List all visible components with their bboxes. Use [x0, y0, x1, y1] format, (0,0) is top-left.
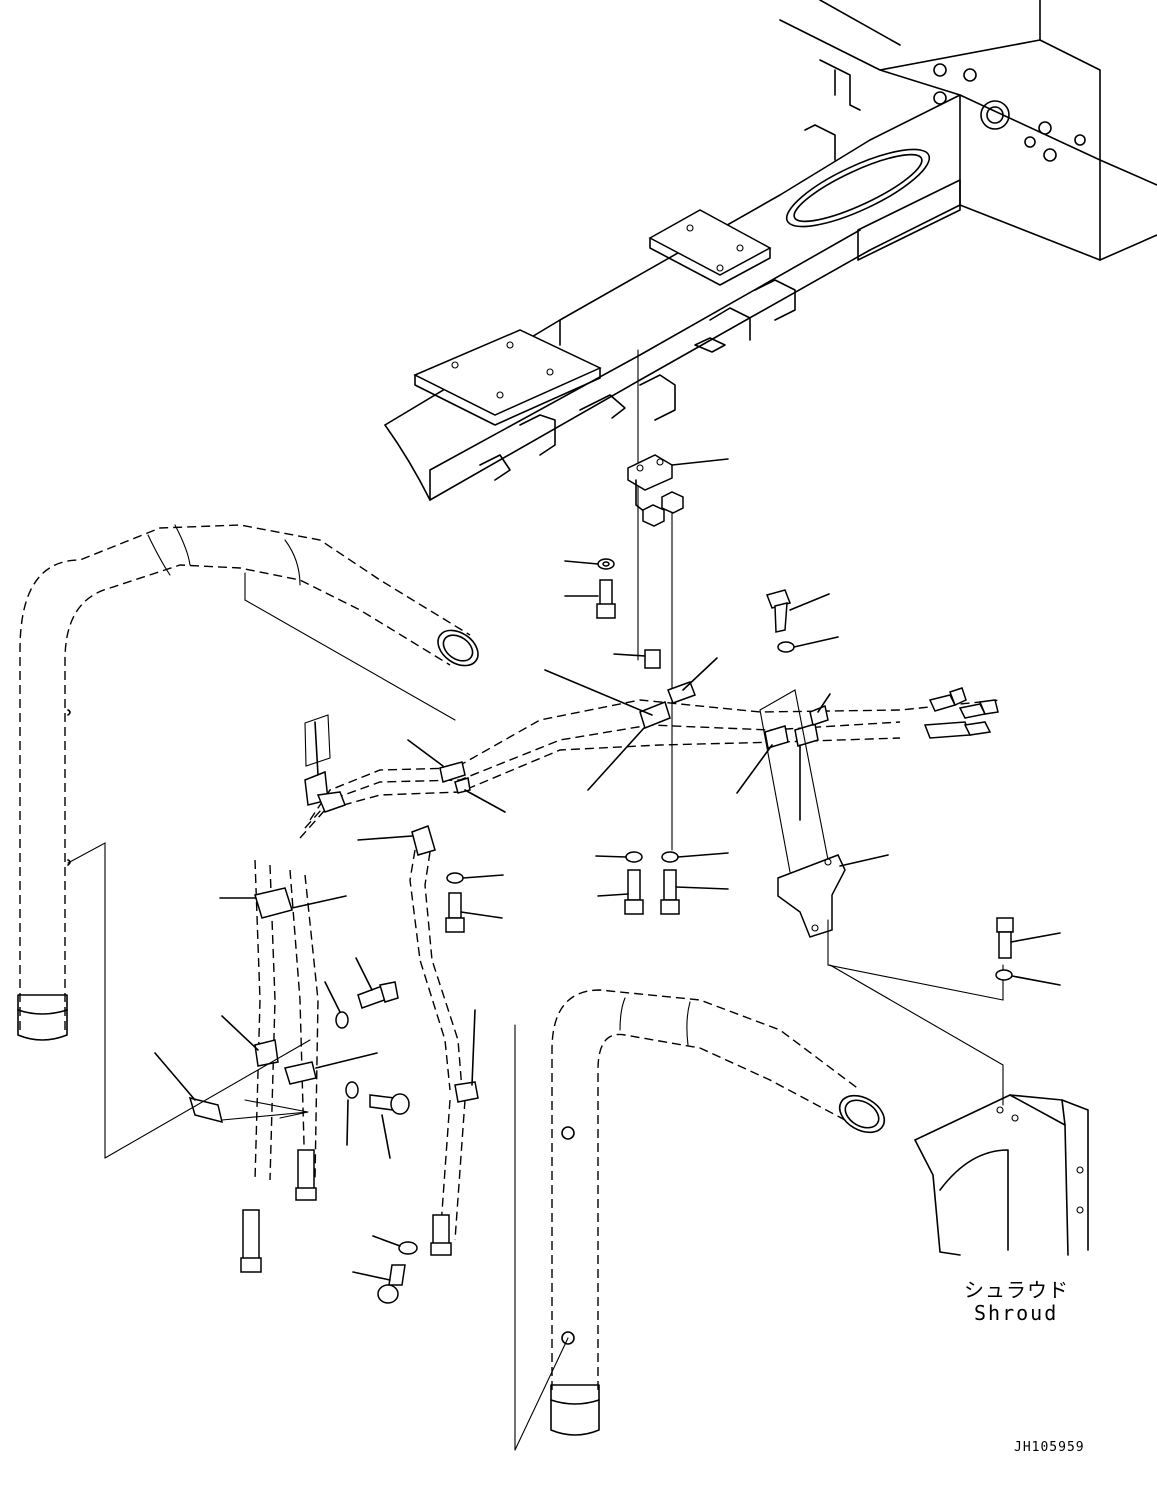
- right-handrail: [514, 989, 886, 1451]
- right-bracket: [759, 689, 1004, 1001]
- center-bracket: [627, 349, 729, 661]
- reference-lines-left: [67, 714, 331, 1159]
- frame-oval-opening: [785, 148, 961, 261]
- shroud-part: [829, 964, 1089, 1256]
- hose-fittings: [923, 687, 999, 739]
- main-frame: [384, 0, 1157, 501]
- hose-bundle: [254, 699, 1001, 1241]
- left-handrail: [17, 524, 479, 1041]
- shroud-label-english: Shroud: [974, 1301, 1059, 1325]
- drawing-code: JH105959: [1014, 1440, 1085, 1455]
- mounting-plate-left: [413, 329, 602, 426]
- hose-clamps: [154, 657, 831, 1124]
- shroud-label-japanese: シュラウド: [964, 1278, 1069, 1302]
- center-fasteners: [564, 511, 729, 915]
- right-top-fasteners: [766, 589, 839, 653]
- right-fasteners: [995, 917, 1061, 986]
- mounting-plate-right: [648, 209, 772, 286]
- frame-holes: [933, 63, 1086, 162]
- lower-left-fasteners: [324, 872, 504, 1304]
- frame-brackets: [479, 59, 861, 481]
- hose-end-fittings: [240, 1149, 452, 1273]
